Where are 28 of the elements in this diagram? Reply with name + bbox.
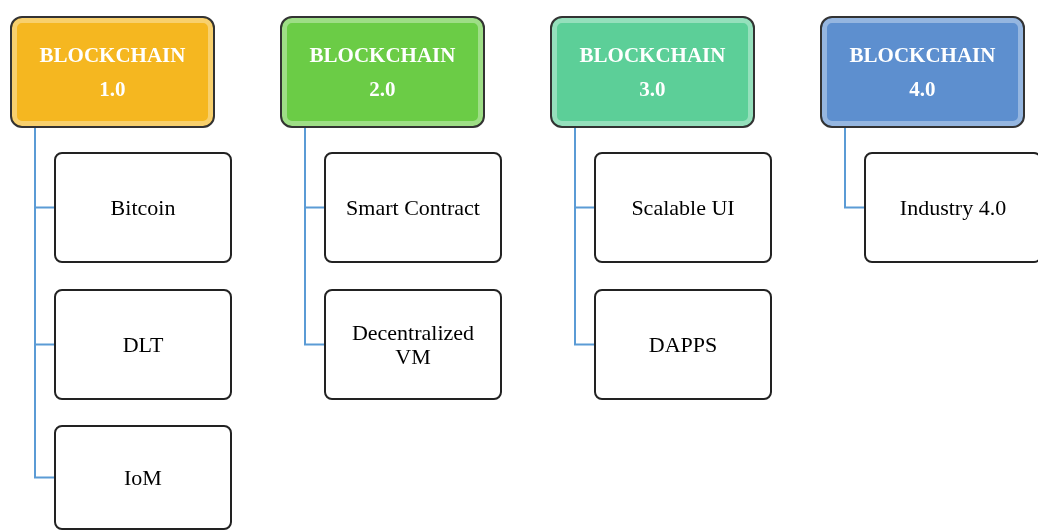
header-box xyxy=(10,16,215,128)
header-title: BLOCKCHAIN 3.0 xyxy=(579,42,726,103)
item-box xyxy=(324,289,502,400)
connector-line xyxy=(34,127,55,479)
header-title: BLOCKCHAIN 1.0 xyxy=(39,42,186,103)
header-title: BLOCKCHAIN 2.0 xyxy=(309,42,456,103)
item-label: Scalable UI xyxy=(631,195,735,220)
item-label: DAPPS xyxy=(648,332,718,357)
item-box xyxy=(54,152,232,263)
header-title: BLOCKCHAIN 4.0 xyxy=(849,42,996,103)
connector-line xyxy=(574,127,595,346)
item-box xyxy=(54,289,232,400)
header-box xyxy=(820,16,1025,128)
connector-line xyxy=(304,127,325,346)
item-label: DLT xyxy=(122,332,164,357)
item-label: IoM xyxy=(124,465,162,490)
item-label: Decentralized VM xyxy=(350,320,476,369)
item-box xyxy=(54,425,232,530)
connector-line xyxy=(844,127,865,209)
item-box xyxy=(594,152,772,263)
item-label: Bitcoin xyxy=(110,195,176,220)
item-box xyxy=(594,289,772,400)
item-box xyxy=(324,152,502,263)
item-label: Smart Contract xyxy=(346,195,480,220)
item-box xyxy=(864,152,1038,263)
header-box xyxy=(550,16,755,128)
item-label: Industry 4.0 xyxy=(899,195,1007,220)
header-box xyxy=(280,16,485,128)
